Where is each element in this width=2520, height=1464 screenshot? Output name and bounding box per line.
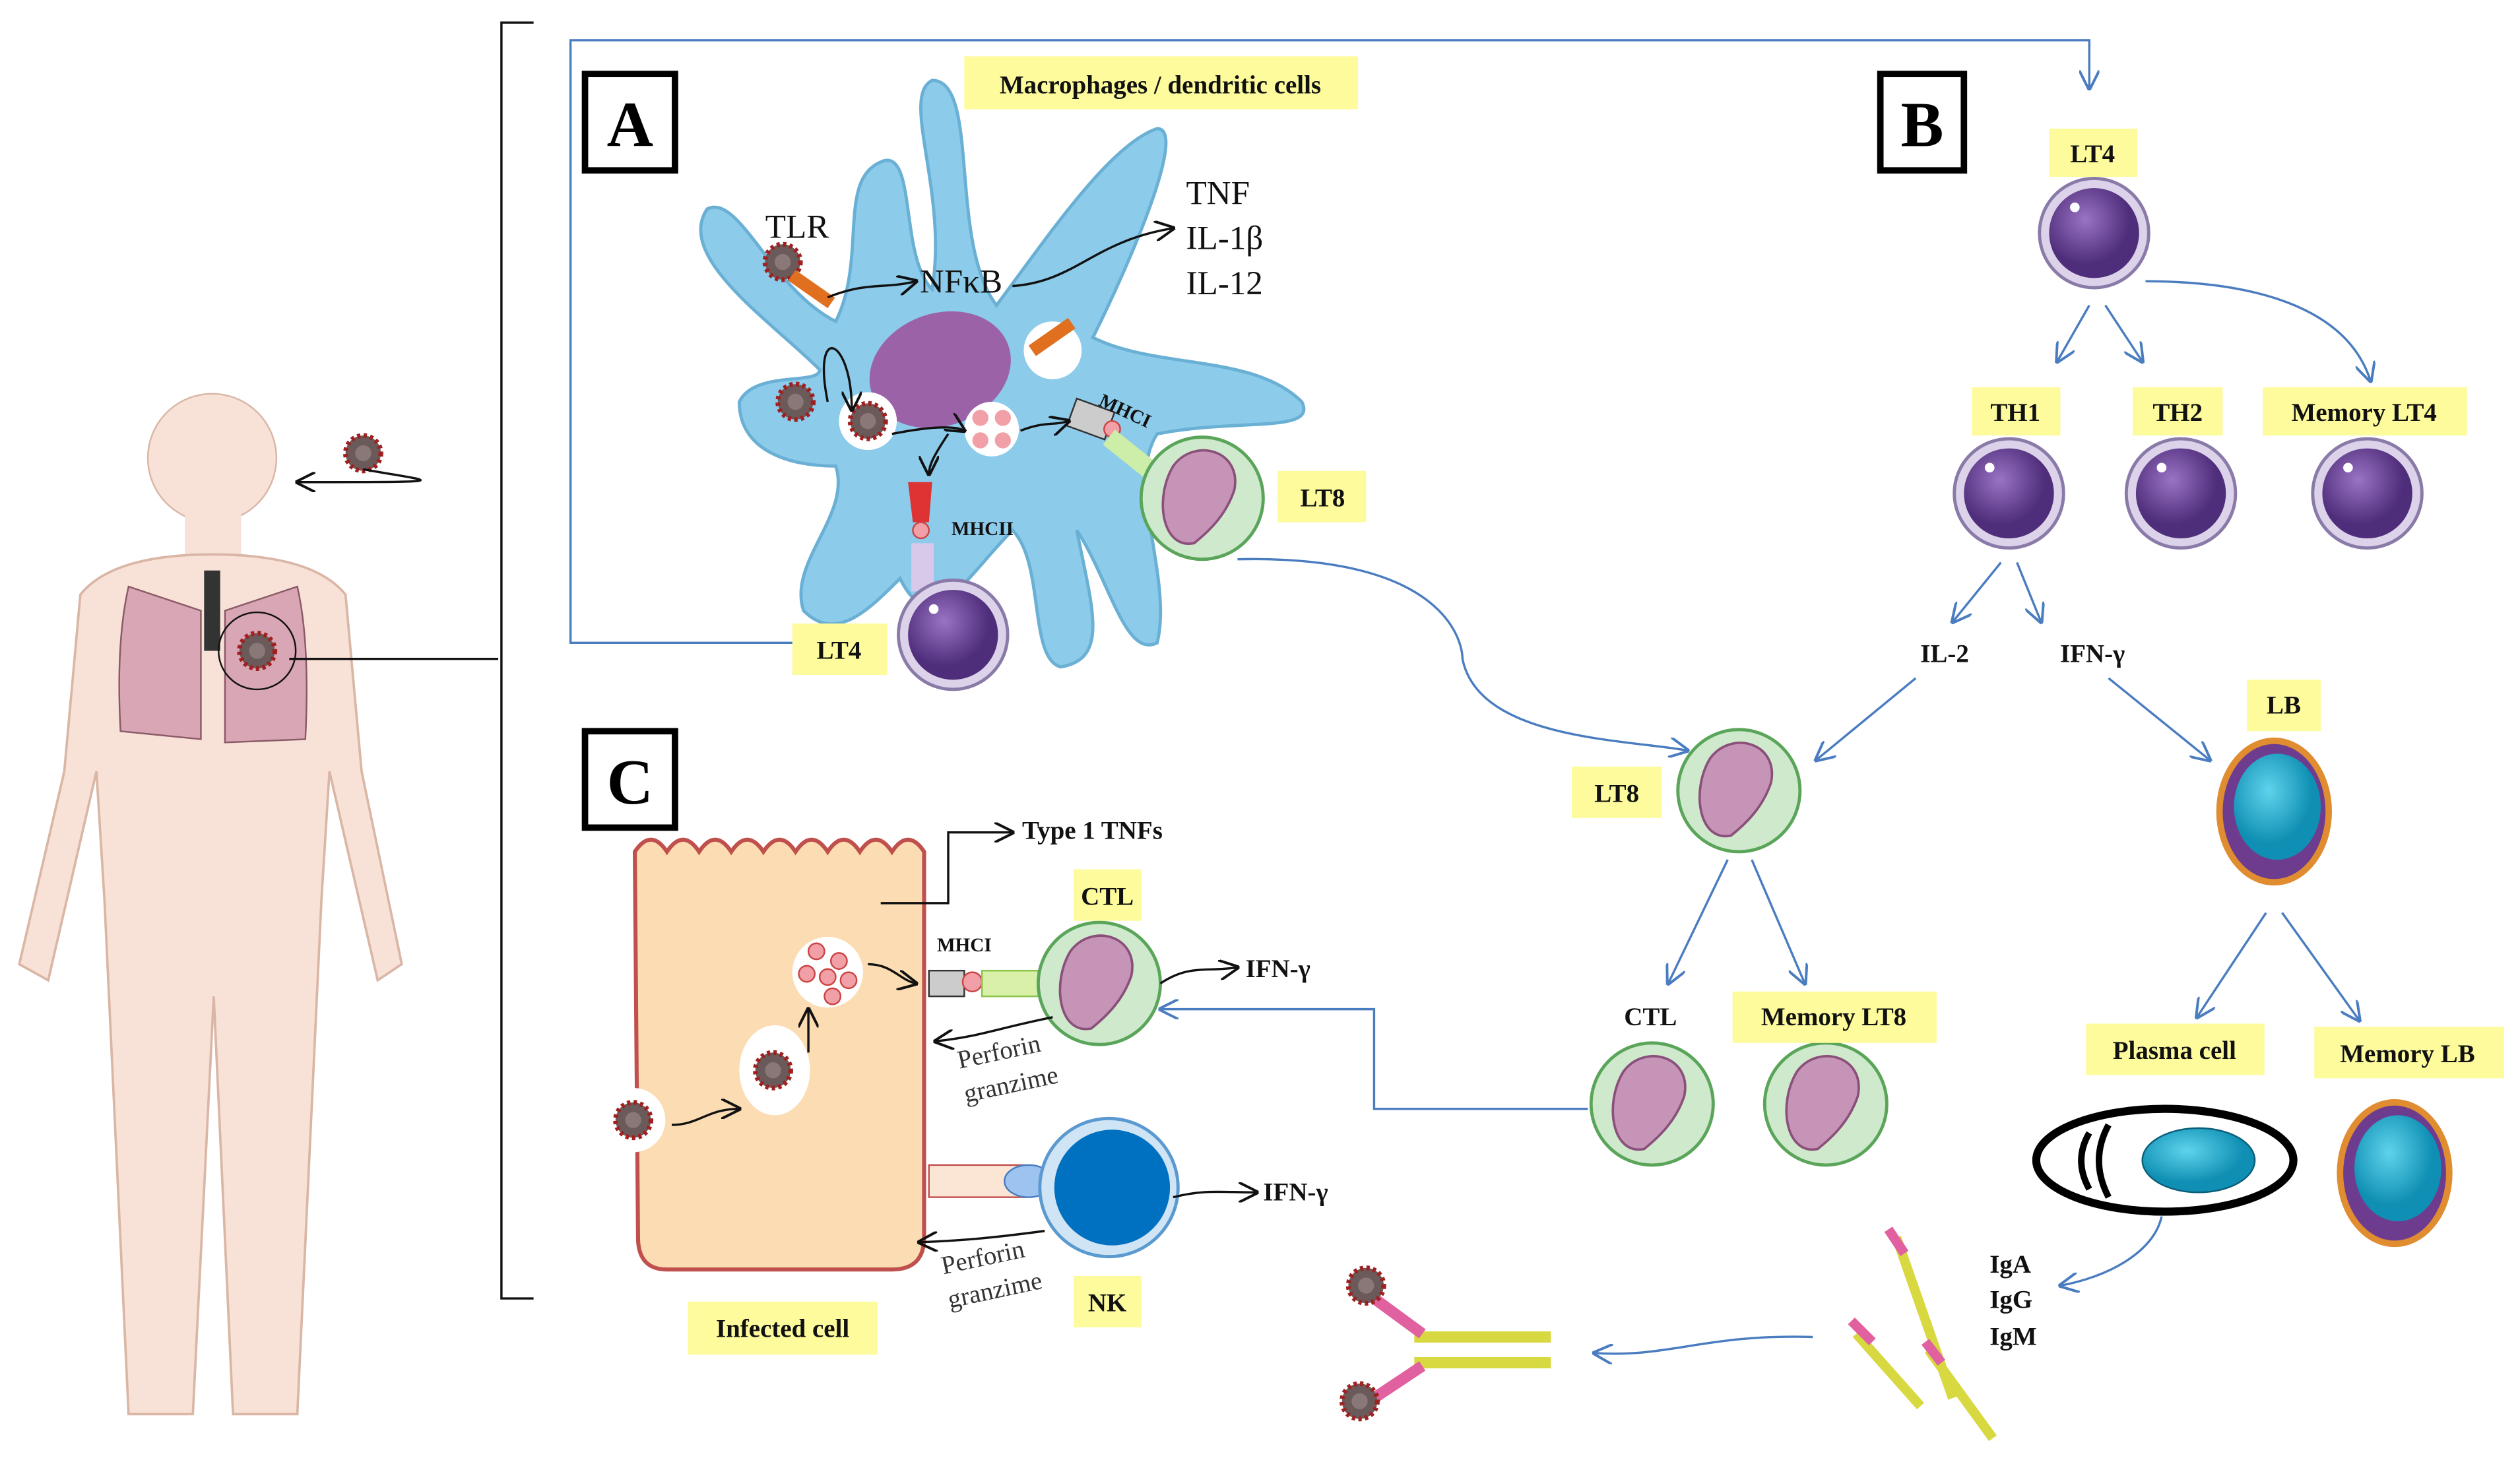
panel-a-frame-arrow — [569, 39, 2090, 645]
memory-lt4-label: Memory LT4 — [2292, 398, 2437, 427]
memory-lt8-cell — [1764, 1043, 1887, 1165]
th2-label: TH2 — [2152, 398, 2203, 427]
panel-a-box — [581, 71, 678, 174]
igm-label: IgM — [1989, 1323, 2036, 1351]
tnf-label: TNF — [1186, 174, 1250, 212]
mhcii-label: MHCII — [952, 519, 1014, 540]
th2-cell — [2126, 439, 2236, 548]
bracket — [500, 21, 534, 1300]
lt4-cell-a — [898, 580, 1008, 689]
macrophage-label: Macrophages / dendritic cells — [1000, 71, 1321, 99]
th1-cell — [1955, 439, 2064, 548]
memory-lb-cell — [2337, 1099, 2453, 1248]
nfkb-label: NFκB — [920, 263, 1002, 300]
ctl-label-b: CTL — [1624, 1003, 1677, 1031]
panel-c-letter: C — [607, 747, 653, 818]
ctl-cell-c — [1038, 922, 1160, 1044]
ifn-gamma-ctl-label: IFN-γ — [1246, 955, 1310, 983]
lb-label: LB — [2267, 691, 2301, 719]
ifn-gamma-nk-label: IFN-γ — [1263, 1178, 1328, 1206]
memory-lt4-cell — [2313, 439, 2422, 548]
plasma-cell-label: Plasma cell — [2113, 1036, 2236, 1065]
infected-cell-label: Infected cell — [716, 1314, 849, 1343]
plasma-cell — [2032, 1104, 2298, 1216]
panel-b-arrows — [1160, 280, 2370, 1354]
igg-label: IgG — [1989, 1286, 2032, 1314]
ctl-label-c: CTL — [1081, 882, 1134, 910]
panel-b-letter: B — [1900, 90, 1943, 161]
lt8-label-a: LT8 — [1301, 484, 1345, 512]
lt8-cell-a — [1141, 437, 1263, 559]
lt4-label-b: LT4 — [2070, 140, 2115, 168]
panel-c-box — [581, 728, 678, 831]
lt4-label-a: LT4 — [816, 637, 861, 665]
lb-cell — [2216, 738, 2333, 886]
lt4-cell-b — [2040, 178, 2149, 288]
nk-label: NK — [1088, 1289, 1126, 1318]
panel-b-box — [1877, 71, 1968, 174]
ctl-cell-b — [1591, 1043, 1713, 1165]
macrophage-cell — [699, 79, 1306, 669]
ifn-gamma-label-b: IFN-γ — [2060, 640, 2125, 668]
memory-lb-label: Memory LB — [2340, 1040, 2474, 1068]
human-body-illustration — [18, 393, 499, 1416]
type1-tnfs-label: Type 1 TNFs — [1022, 816, 1163, 844]
iga-label: IgA — [1989, 1250, 2031, 1279]
lt8-cell-b — [1678, 730, 1800, 852]
il2-label: IL-2 — [1920, 640, 1969, 668]
lt8-label-b: LT8 — [1594, 779, 1639, 808]
mhci-label-c: MHCI — [937, 935, 992, 956]
il1b-label: IL-1β — [1186, 220, 1263, 257]
nk-cell — [1038, 1116, 1180, 1259]
panel-a-letter: A — [607, 90, 653, 161]
memory-lt8-label: Memory LT8 — [1761, 1003, 1906, 1031]
antibodies — [1342, 1226, 1997, 1442]
th1-label: TH1 — [1990, 398, 2040, 427]
il12-label: IL-12 — [1186, 265, 1262, 302]
tlr-label: TLR — [765, 208, 829, 246]
